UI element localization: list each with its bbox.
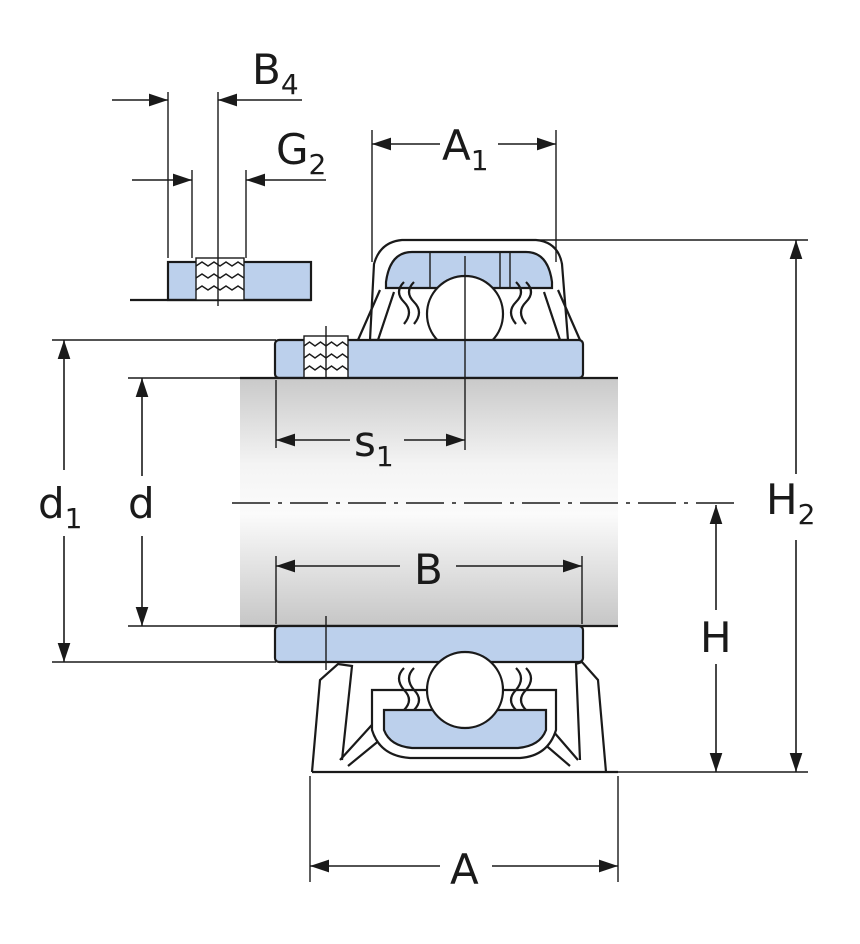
label-G2: G2: [276, 125, 326, 181]
label-A1: A1: [442, 121, 489, 177]
detail-set-screw-view: [130, 92, 313, 306]
label-d: d: [128, 479, 155, 528]
label-B: B: [414, 545, 443, 594]
label-B4: B4: [252, 45, 299, 101]
housing-lower: [310, 650, 618, 774]
label-s1: s1: [354, 417, 394, 473]
label-A: A: [450, 845, 479, 894]
label-H: H: [700, 613, 732, 662]
ball-lower: [425, 650, 505, 730]
seals-upper: [397, 281, 533, 325]
seals-lower: [397, 667, 533, 711]
label-d1: d1: [38, 479, 83, 535]
housing-upper: [356, 238, 582, 354]
label-H2: H2: [766, 475, 815, 531]
dimension-lines: [57, 93, 803, 873]
shaft: [240, 378, 618, 626]
labels: B4 G2 A1 s1 d1 d B H2 H A: [38, 45, 815, 894]
detail-screw: [195, 257, 245, 301]
inner-ring-lower: [273, 624, 585, 664]
